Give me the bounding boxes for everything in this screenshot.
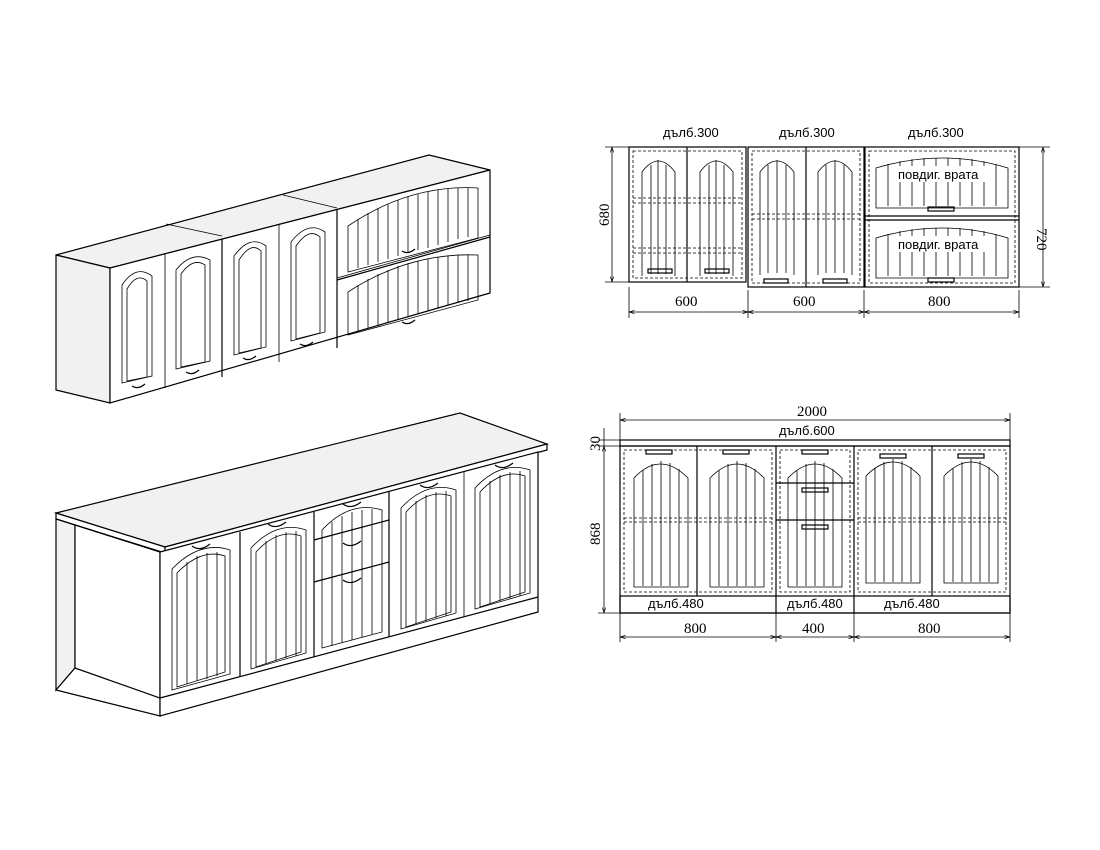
upper-iso-door-4 (290, 227, 326, 342)
upper-iso-door-1 (121, 271, 153, 384)
lower-width-3: 800 (918, 621, 941, 637)
lower-iso-door-4 (474, 467, 531, 610)
lower-width-2: 400 (802, 621, 825, 637)
lift-door-label-bottom: повдиг. врата (898, 237, 979, 252)
lower-iso-door-3 (400, 487, 457, 630)
lower-iso-drawer-stack (321, 507, 383, 649)
upper-iso-door-2 (175, 256, 211, 370)
upper-height-left: 680 (597, 204, 613, 227)
lower-depth-label-2: дълб.480 (787, 596, 843, 611)
upper-depth-label-1: дълб.300 (663, 125, 719, 140)
lower-depth-label-3: дълб.480 (884, 596, 940, 611)
upper-width-3: 800 (928, 294, 951, 310)
lower-height: 868 (588, 523, 604, 546)
upper-cabinets-elevation: дълб.300 дълб.300 дълб.300 (597, 125, 1050, 318)
lower-top-depth: дълб.600 (779, 423, 835, 438)
upper-depth-label-2: дълб.300 (779, 125, 835, 140)
lower-top-thickness: 30 (588, 436, 604, 451)
lower-total-width: 2000 (797, 404, 827, 420)
upper-cabinets-isometric (55, 154, 491, 404)
lower-depth-label-1: дълб.480 (648, 596, 704, 611)
lower-cabinets-elevation: 2000 дълб.600 (588, 404, 1011, 642)
lower-width-1: 800 (684, 621, 707, 637)
lower-iso-door-2 (250, 527, 307, 670)
lower-cabinets-isometric (53, 412, 550, 718)
upper-iso-slats (357, 188, 469, 332)
upper-depth-label-3: дълб.300 (908, 125, 964, 140)
upper-width-2: 600 (793, 294, 816, 310)
upper-width-1: 600 (675, 294, 698, 310)
lower-iso-door-1 (171, 547, 231, 691)
lift-door-label-top: повдиг. врата (898, 167, 979, 182)
upper-iso-door-3 (233, 241, 267, 356)
upper-height-right: 720 (1033, 228, 1049, 251)
